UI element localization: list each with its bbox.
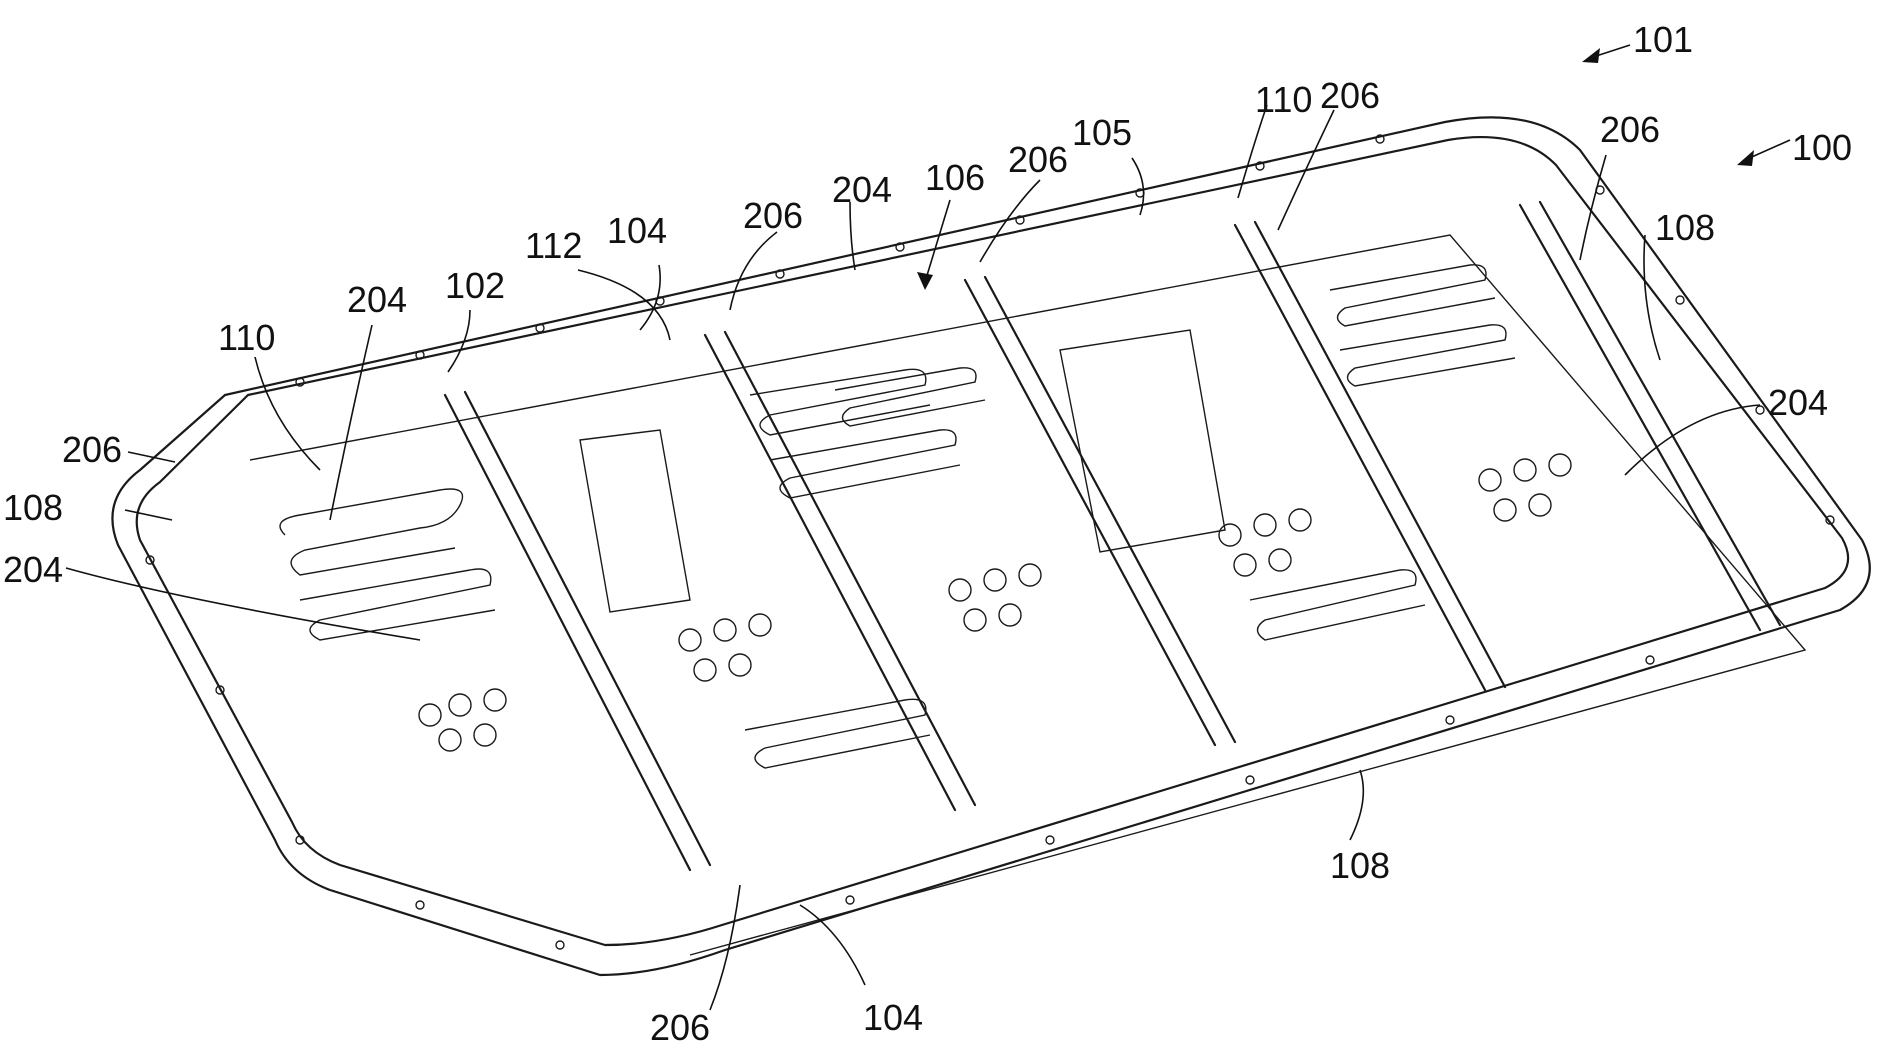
ref-204-right: 204 — [1768, 382, 1828, 423]
ref-110-top: 110 — [1255, 79, 1312, 120]
ref-206-a: 206 — [62, 429, 122, 470]
reference-numerals: 101 100 105 106 112 104 102 110 204 206 … — [3, 19, 1852, 1048]
ref-206-d: 206 — [1320, 75, 1380, 116]
ref-102: 102 — [445, 265, 505, 306]
ref-100: 100 — [1792, 127, 1852, 168]
ref-204-c: 204 — [832, 169, 892, 210]
ref-106: 106 — [925, 157, 985, 198]
ref-206-c: 206 — [1008, 139, 1068, 180]
ref-112: 112 — [525, 225, 582, 266]
battery-tray-outline — [112, 117, 1869, 975]
ref-104-top: 104 — [607, 210, 667, 251]
ref-206-bottom: 206 — [650, 1007, 710, 1048]
ref-110-left: 110 — [218, 317, 275, 358]
ref-204-b: 204 — [3, 549, 63, 590]
ref-108-left: 108 — [3, 487, 63, 528]
ref-204-a: 204 — [347, 279, 407, 320]
ref-108-bottom: 108 — [1330, 845, 1390, 886]
ref-206-e: 206 — [1600, 109, 1660, 150]
ref-105: 105 — [1072, 112, 1132, 153]
ref-206-b: 206 — [743, 195, 803, 236]
ref-108-right: 108 — [1655, 207, 1715, 248]
ref-104-bottom: 104 — [863, 997, 923, 1038]
cross-members — [445, 202, 1780, 870]
ref-101: 101 — [1633, 19, 1693, 60]
